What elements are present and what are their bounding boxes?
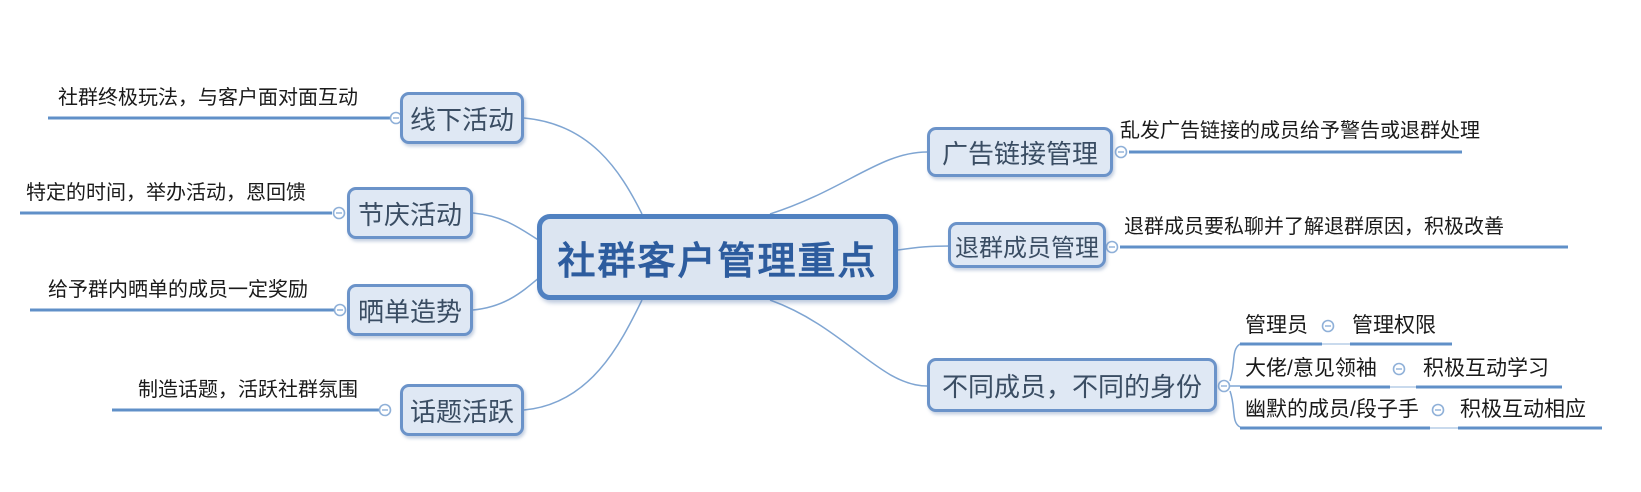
note-topic-active[interactable]: 制造话题，活跃社群氛围 (138, 379, 358, 401)
note-festival-activity[interactable]: 特定的时间，举办活动，恩回馈 (26, 182, 306, 204)
topic-label: 退群成员管理 (955, 234, 1099, 262)
subtopic-opinion-leader-note[interactable]: 积极互动学习 (1423, 357, 1549, 380)
collapse-handle-topic minus-circle-icon[interactable] (378, 403, 392, 417)
branch-curve-humor (1229, 390, 1241, 428)
branch-curve-offline (523, 117, 643, 215)
branch-curve-members (769, 299, 928, 387)
topic-label: 节庆活动 (357, 199, 462, 230)
topic-offline-activity[interactable]: 线下活动 (400, 92, 524, 144)
central-topic[interactable]: 社群客户管理重点 (537, 214, 898, 300)
branch-curve-admin (1229, 343, 1241, 382)
topic-leave-member-management[interactable]: 退群成员管理 (948, 222, 1106, 268)
topic-label: 晒单造势 (357, 296, 462, 327)
topic-label: 话题活跃 (409, 396, 514, 427)
topic-label: 广告链接管理 (941, 138, 1098, 169)
topic-ad-link-management[interactable]: 广告链接管理 (927, 127, 1113, 177)
collapse-handle-festival minus-circle-icon[interactable] (332, 206, 346, 220)
collapse-handle-humor minus-circle-icon[interactable] (1431, 403, 1445, 417)
note-offline-activity[interactable]: 社群终极玩法，与客户面对面互动 (58, 87, 358, 109)
collapse-handle-members minus-circle-icon[interactable] (1217, 379, 1231, 393)
note-ad-link-management[interactable]: 乱发广告链接的成员给予警告或退群处理 (1120, 120, 1480, 142)
topic-label: 不同成员，不同的身份 (941, 371, 1202, 402)
subtopic-admin[interactable]: 管理员 (1245, 314, 1308, 337)
branch-curve-leave (897, 245, 951, 251)
subtopic-admin-note[interactable]: 管理权限 (1352, 314, 1436, 337)
branch-curve-orders (472, 276, 541, 311)
subtopic-humor-member[interactable]: 幽默的成员/段子手 (1245, 398, 1419, 421)
topic-label: 线下活动 (409, 104, 514, 135)
collapse-handle-leave minus-circle-icon[interactable] (1105, 240, 1119, 254)
note-order-show[interactable]: 给予群内晒单的成员一定奖励 (48, 279, 308, 301)
topic-order-show[interactable]: 晒单造势 (347, 284, 473, 336)
collapse-handle-admin minus-circle-icon[interactable] (1321, 319, 1335, 333)
branch-curve-topic (523, 299, 643, 411)
topic-topic-active[interactable]: 话题活跃 (400, 384, 524, 436)
collapse-handle-leader minus-circle-icon[interactable] (1392, 362, 1406, 376)
topic-festival-activity[interactable]: 节庆活动 (347, 187, 473, 239)
branch-curve-festival (472, 212, 541, 242)
topic-different-members[interactable]: 不同成员，不同的身份 (927, 358, 1217, 412)
note-leave-member-management[interactable]: 退群成员要私聊并了解退群原因，积极改善 (1124, 216, 1504, 238)
collapse-handle-ads minus-circle-icon[interactable] (1114, 145, 1128, 159)
subtopic-humor-member-note[interactable]: 积极互动相应 (1460, 398, 1586, 421)
central-topic-label: 社群客户管理重点 (557, 240, 878, 283)
collapse-handle-orders minus-circle-icon[interactable] (333, 303, 347, 317)
branch-curve-ads (769, 151, 928, 215)
subtopic-opinion-leader[interactable]: 大佬/意见领袖 (1245, 357, 1377, 380)
